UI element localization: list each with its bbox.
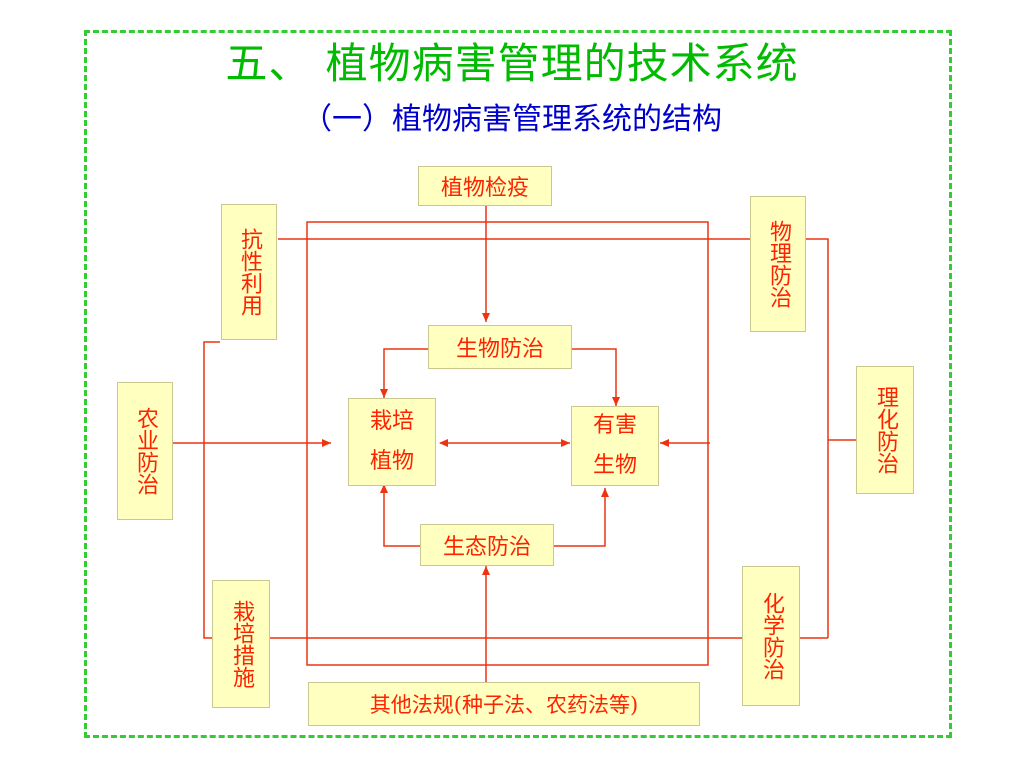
cultivation-measures-label: 栽培措施	[229, 600, 254, 688]
ecological-control-label: 生态防治	[442, 535, 531, 560]
plant-quarantine-box: 植物检疫	[418, 166, 552, 206]
bio-to-host-arrow	[380, 348, 428, 398]
other-regulations-box: 其他法规(种子法、农药法等)	[308, 682, 700, 726]
page-subtitle: （一）植物病害管理系统的结构	[302, 102, 722, 137]
resistance-use-label: 抗性利用	[237, 228, 262, 316]
host-plant-line1: 栽培	[369, 409, 414, 434]
host-plant-line2: 植物	[369, 449, 414, 474]
plant-quarantine-label: 植物检疫	[440, 176, 529, 201]
dashed-frame	[84, 30, 952, 738]
right-bracket-line	[806, 238, 829, 638]
left-bracket-line	[203, 341, 220, 639]
harmful-organism-line1: 有害	[592, 413, 637, 438]
host-plant-box: 栽培 植物	[348, 398, 436, 486]
resistance-use-box: 抗性利用	[221, 204, 277, 340]
harmful-organism-line2: 生物	[592, 453, 637, 478]
biological-control-box: 生物防治	[428, 325, 572, 369]
physical-control-label: 物理防治	[766, 220, 791, 308]
physchem-control-box: 理化防治	[856, 366, 914, 494]
eco-to-host-arrow	[380, 484, 420, 547]
harmful-organism-box: 有害 生物	[571, 406, 659, 486]
cultivation-measures-box: 栽培措施	[212, 580, 270, 708]
bio-to-pest-arrow	[572, 348, 620, 406]
physchem-control-label: 理化防治	[873, 386, 898, 474]
physical-control-box: 物理防治	[750, 196, 806, 332]
ecological-control-box: 生态防治	[420, 524, 554, 566]
other-regulations-label: 其他法规(种子法、农药法等)	[369, 693, 639, 717]
chemical-control-box: 化学防治	[742, 566, 800, 706]
agricultural-control-box: 农业防治	[117, 382, 173, 520]
biological-control-label: 生物防治	[455, 337, 544, 362]
eco-to-pest-arrow	[554, 488, 609, 547]
agricultural-control-label: 农业防治	[133, 407, 158, 495]
page-title: 五、 植物病害管理的技术系统	[225, 39, 799, 88]
chemical-control-label: 化学防治	[759, 592, 784, 680]
